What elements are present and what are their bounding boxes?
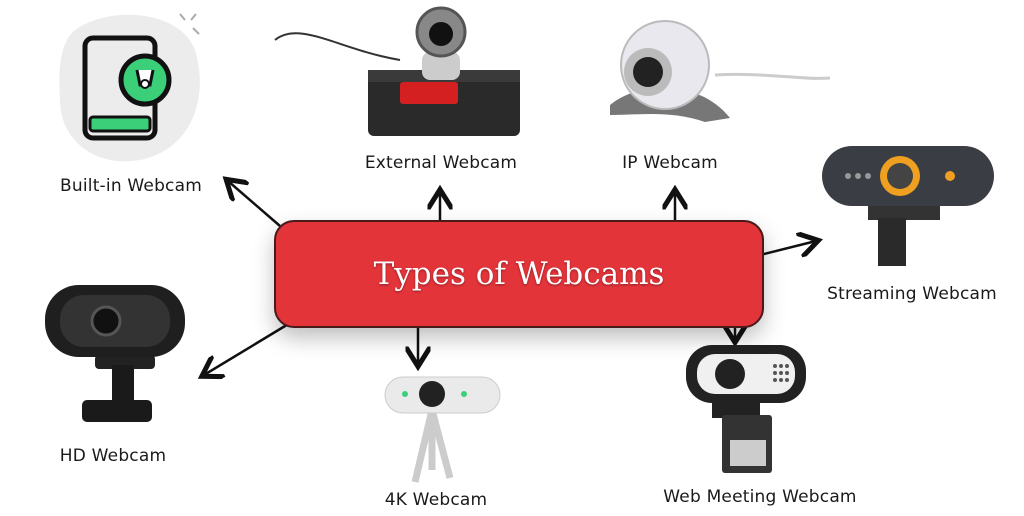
arrow-builtin <box>228 181 281 227</box>
label-web-meeting-webcam: Web Meeting Webcam <box>663 487 857 507</box>
label-builtin-webcam: Built-in Webcam <box>60 176 202 196</box>
4k-webcam-image <box>384 376 501 483</box>
diagram-title: Types of Webcams <box>373 256 665 292</box>
label-external-webcam: External Webcam <box>364 153 518 173</box>
label-ip-webcam: IP Webcam <box>622 153 718 173</box>
meeting-webcam-image <box>686 345 806 473</box>
hd-webcam-image <box>45 285 185 422</box>
external-webcam-image <box>274 6 520 136</box>
arrow-hd <box>204 321 291 375</box>
center-topic-box: Types of Webcams <box>274 220 764 328</box>
label-streaming-webcam: Streaming Webcam <box>827 284 997 304</box>
label-4k-webcam: 4K Webcam <box>384 490 488 510</box>
streaming-webcam-image <box>822 146 994 266</box>
ip-webcam-image <box>610 20 831 122</box>
builtin-webcam-icon <box>59 13 200 162</box>
label-hd-webcam: HD Webcam <box>59 446 167 466</box>
arrow-streaming <box>759 241 816 255</box>
